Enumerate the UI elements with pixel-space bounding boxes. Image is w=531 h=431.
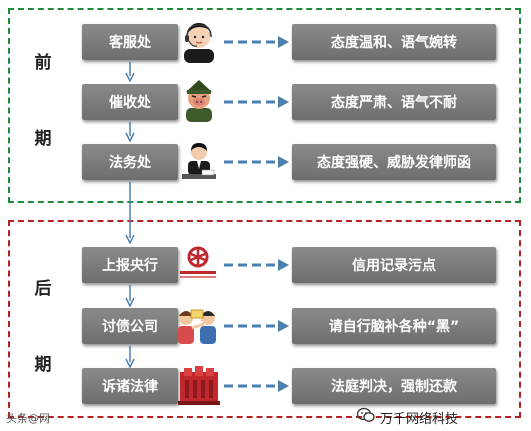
down-arrow — [125, 346, 135, 368]
result-box-gentle-tone: 态度温和、语气婉转 — [292, 24, 496, 60]
early-phase-label-top: 前 — [34, 53, 52, 73]
dept-box-legal: 法务处 — [82, 144, 178, 180]
result-box-imagine-black: 请自行脑补各种“黑” — [292, 308, 496, 344]
early-phase-panel — [8, 8, 521, 203]
dashed-arrow-right — [224, 320, 289, 332]
phase-transition-arrow — [125, 182, 135, 244]
central-bank-logo-icon — [176, 243, 220, 287]
dept-box-debt-collection-company: 讨债公司 — [82, 308, 178, 344]
watermark-left: 头条@网 — [6, 412, 50, 425]
dashed-arrow-right — [224, 156, 289, 168]
wechat-icon — [357, 407, 375, 422]
lawyer-at-desk-icon — [180, 139, 218, 183]
result-box-lawyer-letter: 态度强硬、威胁发律师函 — [292, 144, 496, 180]
result-box-court-ruling: 法庭判决，强制还款 — [292, 368, 496, 404]
down-arrow — [125, 285, 135, 307]
result-box-stern-tone: 态度严肃、语气不耐 — [292, 84, 496, 120]
customer-service-agent-icon — [180, 19, 218, 63]
late-phase-label-top: 后 — [34, 279, 52, 299]
dashed-arrow-right — [224, 259, 289, 271]
down-arrow — [125, 62, 135, 82]
result-box-credit-stain: 信用记录污点 — [292, 247, 496, 283]
dashed-arrow-right — [224, 96, 289, 108]
dept-box-legal-action: 诉诸法律 — [82, 368, 178, 404]
debt-collection-fight-icon — [176, 302, 220, 346]
dashed-arrow-right — [224, 36, 289, 48]
dept-box-collections: 催收处 — [82, 84, 178, 120]
late-phase-label-bottom: 期 — [34, 355, 52, 375]
dept-box-report-central-bank: 上报央行 — [82, 247, 178, 283]
dashed-arrow-right — [224, 380, 289, 392]
brand-name: 万千网络科技 — [380, 412, 459, 427]
courthouse-icon — [176, 364, 222, 408]
late-phase-panel — [8, 220, 521, 418]
down-arrow — [125, 122, 135, 142]
dept-box-customer-service: 客服处 — [82, 24, 178, 60]
angry-collector-icon — [180, 78, 218, 122]
early-phase-label-bottom: 期 — [34, 129, 52, 149]
